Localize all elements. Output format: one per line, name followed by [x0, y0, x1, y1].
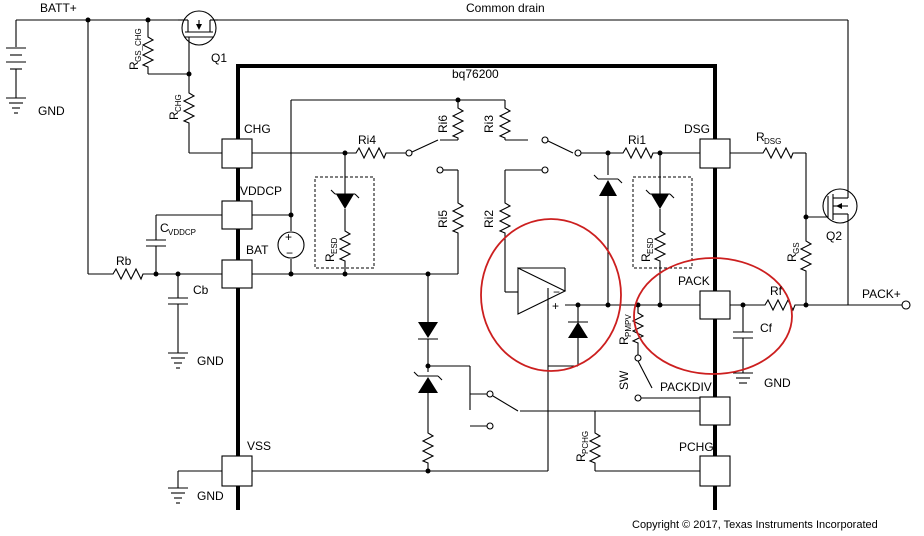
internal-charge-pump-source: [252, 97, 461, 277]
rgs-chg-resistor: [142, 20, 189, 75]
pin-bat: [221, 259, 253, 289]
chg-pin-label: CHG: [244, 122, 271, 136]
ri3-label: Ri3: [482, 115, 496, 133]
battery-symbol: [6, 19, 88, 114]
sw-label: SW: [617, 370, 631, 390]
esd-block-dsg: [632, 153, 693, 308]
pin-vss: [221, 455, 253, 487]
pin-pack: [699, 290, 731, 320]
ri6-label: Ri6: [436, 115, 450, 133]
svg-text:DSG: DSG: [764, 137, 781, 146]
svg-text:R: R: [574, 453, 588, 462]
svg-text:CHG: CHG: [174, 94, 183, 112]
packdiv-pin-label: PACKDIV: [660, 380, 712, 394]
svg-text:GS: GS: [792, 242, 801, 254]
rpmpv-label: R PMPV: [617, 314, 633, 345]
svg-text:C: C: [160, 221, 169, 235]
esd-block-chg: [314, 153, 375, 274]
ri3-path: [458, 99, 574, 293]
dsg-pin-label: DSG: [684, 122, 710, 136]
svg-text:GS_CHG: GS_CHG: [134, 28, 143, 62]
rdsg-resistor: [730, 147, 828, 238]
pin-dsg: [699, 138, 731, 169]
highlight-pack-filter: [633, 257, 793, 375]
chip-name-label: bq76200: [452, 67, 499, 81]
svg-text:ESD: ESD: [330, 237, 339, 254]
common-drain-label: Common drain: [466, 1, 545, 15]
rf-label: Rf: [770, 284, 783, 298]
pchg-pin-label: PCHG: [679, 440, 714, 454]
pin-chg: [221, 138, 253, 169]
svg-text:R: R: [167, 111, 181, 120]
rgs-chg-label: R GS_CHG: [127, 28, 143, 70]
svg-text:R: R: [785, 253, 799, 262]
ri4-label: Ri4: [358, 133, 376, 147]
resd-label-dsg: R ESD: [639, 237, 655, 262]
rchg-label: R CHG: [167, 94, 183, 120]
ri5-label: Ri5: [436, 210, 450, 228]
pack-output-path: [730, 299, 911, 311]
ri2-label: Ri2: [482, 210, 496, 228]
rdsg-label: R DSG: [756, 130, 781, 146]
svg-text:VDDCP: VDDCP: [168, 228, 196, 237]
highlight-comparator: [480, 218, 622, 372]
pin-pchg: [699, 455, 731, 487]
cb-label: Cb: [193, 283, 209, 297]
cf-capacitor: [733, 305, 753, 384]
ri1-label: Ri1: [628, 133, 646, 147]
source-plus-sign: +: [285, 230, 292, 244]
q1-mosfet: [178, 10, 218, 77]
pin-vddcp: [221, 200, 253, 230]
vss-pin-label: VSS: [247, 439, 271, 453]
rpmpv-resistor: [632, 302, 700, 402]
vddcp-pin-label: VDDCP: [240, 184, 282, 198]
source-minus-sign: −: [286, 246, 293, 260]
bat-pin-label: BAT: [246, 243, 269, 257]
gnd-label-battery: GND: [38, 104, 65, 118]
vss-internal-path: [252, 274, 549, 474]
chg-internal-path: [252, 100, 464, 275]
comparator: [517, 267, 611, 367]
svg-text:ESD: ESD: [646, 237, 655, 254]
top-rail: [85, 17, 849, 275]
svg-text:R: R: [617, 336, 631, 345]
svg-text:R: R: [756, 130, 765, 144]
vss-ground: [168, 470, 222, 504]
gnd-label-cb: GND: [197, 354, 224, 368]
cb-capacitor: [168, 274, 188, 369]
gnd-label-cf: GND: [764, 376, 791, 390]
pack-pin-label: PACK: [678, 274, 710, 288]
comparator-plus-sign: +: [552, 299, 559, 313]
q2-label: Q2: [826, 229, 842, 243]
svg-text:PCHG: PCHG: [581, 431, 590, 454]
comparator-minus-sign: −: [553, 285, 560, 299]
q1-label: Q1: [211, 51, 227, 65]
rb-label: Rb: [116, 254, 132, 268]
rchg-resistor: [183, 74, 222, 154]
rpchg-label: R PCHG: [574, 431, 590, 462]
pin-packdiv: [699, 396, 731, 426]
rgs-label: R GS: [785, 242, 801, 262]
pack-plus-label: PACK+: [862, 287, 901, 301]
copyright-notice: Copyright © 2017, Texas Instruments Inco…: [632, 519, 878, 531]
resd-label-chg: R ESD: [323, 237, 339, 262]
rgs-resistor: [800, 237, 812, 308]
packdiv-switch: [470, 390, 700, 430]
cvddcp-capacitor: [146, 214, 222, 277]
batt-plus-label: BATT+: [40, 1, 77, 15]
cvddcp-label: C VDDCP: [160, 221, 196, 237]
svg-text:R: R: [323, 253, 337, 262]
svg-text:R: R: [639, 253, 653, 262]
rpchg-resistor: [589, 411, 700, 472]
q2-mosfet: [822, 188, 858, 305]
svg-text:PMPV: PMPV: [624, 314, 633, 337]
gnd-label-vss: GND: [197, 489, 224, 503]
rb-resistor: [109, 268, 222, 280]
cf-label: Cf: [760, 321, 773, 335]
svg-text:R: R: [127, 61, 141, 70]
